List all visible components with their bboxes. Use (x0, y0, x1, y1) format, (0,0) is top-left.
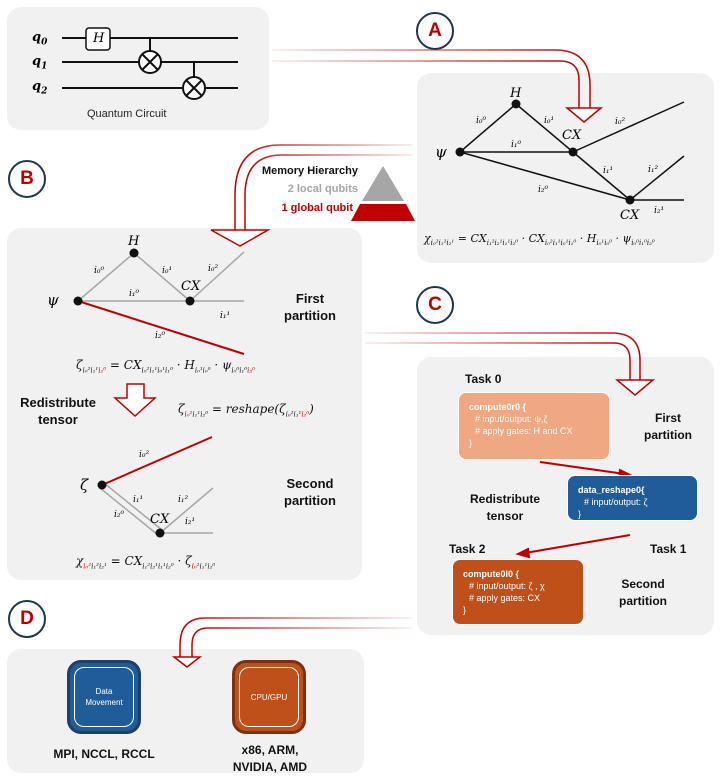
tn-equation: χi₀²i₁²i₂¹ = CXi₁²i₂¹i₁¹i₂⁰ · CXi₀²i₁¹i₀… (424, 232, 655, 248)
circuit-caption: Quantum Circuit (87, 108, 167, 120)
task1-code-line: } (578, 509, 582, 519)
fp-edge-label: i₁¹ (220, 311, 231, 321)
global-qubit-edge (77, 300, 245, 355)
sp-node-zeta: ζ (80, 476, 89, 494)
h-gate-label: H (93, 31, 105, 46)
memory-local-qubits: 2 local qubits (287, 183, 358, 195)
fp-edge-label: i₁⁰ (129, 289, 140, 299)
tn-node-h: H (510, 86, 522, 101)
task0-code-line: } (469, 438, 473, 448)
task0-code-block[interactable]: compute0r0 { # input/output: ψ,ζ # apply… (458, 392, 610, 460)
sp-edge-label: i₁¹ (133, 495, 144, 505)
tn-edge-label: i₂¹ (654, 206, 665, 216)
sp-edge-label: i₀² (139, 450, 150, 460)
fp-edge-label: i₀² (208, 264, 219, 274)
tensor-network-nodes (455, 99, 635, 205)
first-partition-edges (77, 251, 245, 302)
tensor-network-panel (417, 73, 714, 263)
second-partition-equation: χi₀²i₁²i₂¹ = CXi₁²i₂¹i₁¹i₂⁰ · ζi₀²i₁¹i₂⁰ (76, 554, 216, 571)
tn-node-cx2: CX (620, 208, 640, 223)
fp-node-h: H (128, 234, 140, 249)
h-gate-box (85, 27, 111, 51)
tn-edge-label: i₀⁰ (476, 116, 487, 126)
memory-hierarchy-title: Memory Hierarchy (262, 165, 358, 177)
arrow-c (365, 332, 656, 396)
badge-a: A (416, 12, 454, 50)
task1-code-line: # input/output: ζ (584, 497, 648, 507)
fp-node-cx: CX (181, 279, 201, 294)
sp-edge-label: i₂¹ (185, 517, 196, 527)
quantum-circuit-panel (7, 7, 269, 130)
task2-code-block[interactable]: compute0l0 { # input/output: ζ , χ # app… (452, 559, 584, 625)
memory-global-qubit: 1 global qubit (281, 202, 354, 214)
tn-edge-label: i₁⁰ (511, 140, 522, 150)
sp-edge-label: i₁² (178, 495, 189, 505)
cpu-gpu-archs: x86, ARM,NVIDIA, AMD (232, 743, 308, 774)
arrow-b (210, 144, 412, 247)
task0-code-line: compute0r0 { (469, 402, 527, 412)
reshape-equation: ζi₀²i₁¹i₂⁰ = reshape(ζi₀²i₁¹i₂⁰) (178, 402, 314, 419)
fp-edge-label: i₀⁰ (94, 266, 105, 276)
arrow-a (272, 49, 604, 123)
fp-edge-label: i₂⁰ (155, 331, 166, 341)
task1-code-block[interactable]: data_reshape0{ # input/output: ζ } (567, 475, 698, 521)
task0-code-line: # input/output: ψ,ζ (475, 414, 548, 424)
task1-label: Task 1 (650, 542, 687, 556)
tn-edge-label: i₀¹ (544, 116, 555, 126)
qubit-label-q2: q2 (32, 79, 48, 97)
task0-label: Task 0 (465, 372, 502, 386)
tn-edge-label: i₀² (615, 117, 626, 127)
fp-node-psi: ψ (47, 291, 59, 309)
tn-edge-label: i₁¹ (603, 166, 614, 176)
tn-edge-label: i₁² (648, 165, 659, 175)
task2-code-line: # input/output: ζ , χ (469, 581, 545, 591)
second-partition-edges (99, 482, 214, 536)
task0-code-line: # apply gates: H and CX (475, 426, 573, 436)
task2-code-line: } (463, 605, 467, 615)
tn-edge-label: i₂⁰ (538, 185, 549, 195)
task2-code-line: # apply gates: CX (469, 593, 541, 603)
arrow-d (171, 617, 412, 668)
task2-code-line: compute0l0 { (463, 569, 520, 579)
data-movement-label: Data Movement (85, 687, 123, 707)
cpu-gpu-label: CPU/GPU (250, 692, 288, 702)
task1-code-line: data_reshape0{ (578, 485, 645, 495)
sp-edge-label: i₂⁰ (114, 510, 125, 520)
tn-node-cx1: CX (562, 128, 582, 143)
badge-b: B (8, 160, 46, 198)
tensor-network-edges (459, 101, 685, 201)
qubit-label-q0: q0 (32, 30, 48, 48)
badge-d: D (8, 600, 46, 638)
cpu-gpu-block[interactable]: CPU/GPU (232, 660, 306, 734)
data-movement-block[interactable]: Data Movement (67, 660, 141, 734)
tn-node-psi: ψ (435, 143, 447, 161)
sp-node-cx: CX (150, 512, 170, 527)
data-movement-libs: MPI, NCCL, RCCL (53, 747, 155, 761)
first-partition-equation: ζi₀²i₁¹i₂⁰ = CXi₀²i₁¹i₀¹i₁⁰ · Hi₀¹i₀⁰ · … (76, 358, 255, 375)
cnot-target-1 (138, 50, 162, 74)
fp-edge-label: i₀¹ (162, 266, 173, 276)
redistributed-edge (101, 436, 213, 486)
qubit-label-q1: q1 (32, 54, 48, 72)
task2-label: Task 2 (449, 542, 486, 556)
badge-c: C (416, 286, 454, 324)
memory-pyramid (351, 166, 415, 221)
partition-panel (7, 228, 362, 580)
redistribute-arrow (113, 383, 157, 418)
cnot-target-2 (182, 76, 206, 100)
